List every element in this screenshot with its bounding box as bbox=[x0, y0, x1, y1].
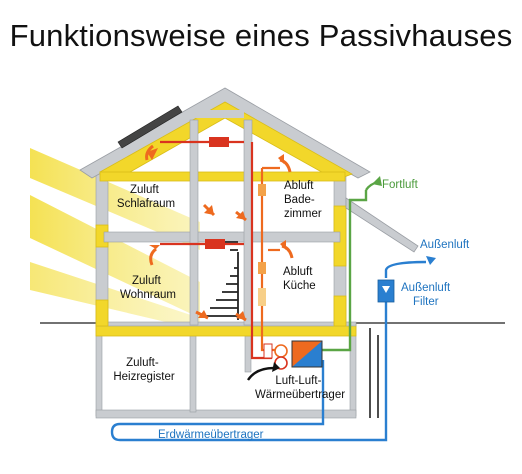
exhaust-air-ducts bbox=[260, 166, 280, 352]
air-flow-arrow-icon bbox=[145, 144, 294, 322]
outside-air-duct bbox=[110, 260, 427, 442]
label-waermeuebertrager: Luft-Luft- Wärmeübertrager bbox=[255, 375, 345, 401]
staircase bbox=[203, 241, 239, 320]
supply-air-damper-upper bbox=[209, 137, 229, 147]
outgoing-air-arrow-icon bbox=[372, 176, 382, 186]
label-erdwaermeuebertrager: Erdwärmeübertrager bbox=[158, 429, 264, 441]
label-fortluft: Fortluft bbox=[382, 179, 419, 191]
outside-air-arrow-icon bbox=[426, 256, 436, 265]
label-zuluft-wohnraum: Zuluft Wohnraum bbox=[120, 275, 176, 301]
label-zuluft-heizregister: Zuluft- Heizregister bbox=[113, 357, 175, 383]
pointer-arrow-icon bbox=[247, 366, 275, 381]
sun-rays bbox=[30, 148, 200, 330]
label-abluft-kueche: Abluft Küche bbox=[283, 266, 316, 292]
roof bbox=[79, 87, 371, 182]
supply-air-damper-lower bbox=[205, 239, 225, 249]
filter-icon bbox=[377, 279, 395, 303]
annex-roof bbox=[345, 197, 419, 253]
label-zuluft-schlafraum: Zuluft Schlafraum bbox=[117, 184, 175, 210]
label-aussenluft: Außenluft bbox=[420, 239, 470, 251]
basement-stairs bbox=[369, 328, 387, 418]
heat-exchanger-icon bbox=[263, 340, 323, 370]
label-aussenluft-filter: Außenluft Filter bbox=[401, 282, 453, 308]
label-abluft-badezimmer: Abluft Bade- zimmer bbox=[284, 180, 322, 220]
page-title: Funktionsweise eines Passivhauses bbox=[9, 18, 513, 53]
